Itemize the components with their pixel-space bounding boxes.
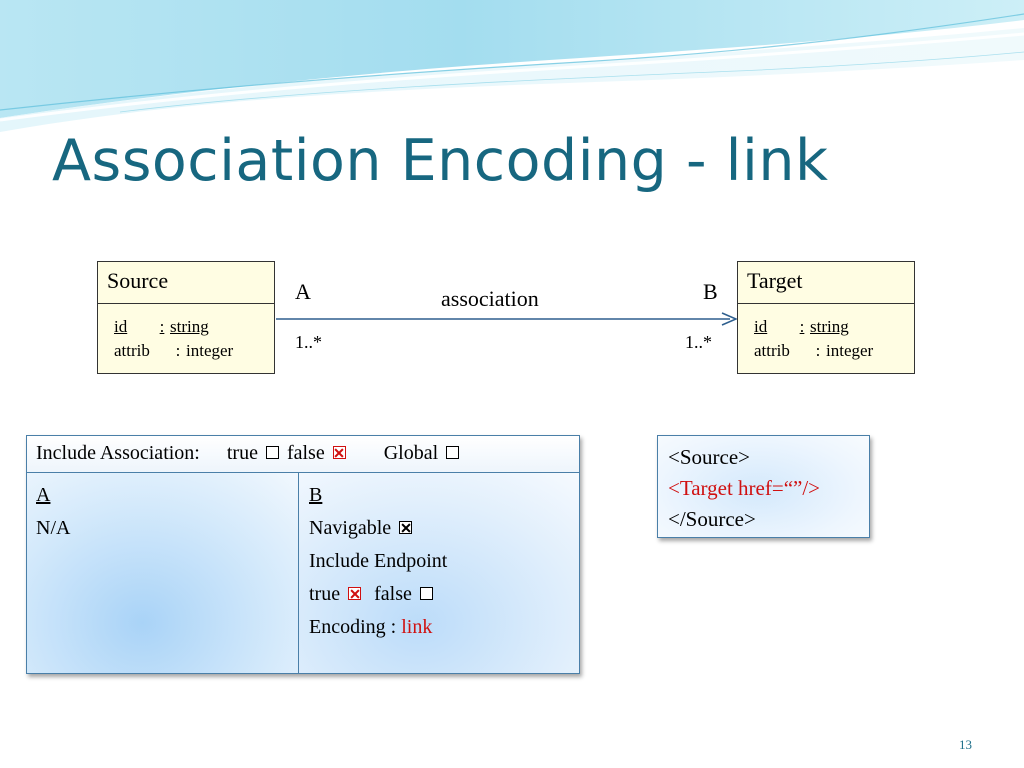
xml-line-source-open: <Source> bbox=[668, 445, 751, 469]
xml-line-target-href: <Target href=“”/> bbox=[668, 476, 821, 500]
xml-line-source-close: </Source> bbox=[668, 507, 756, 531]
attr-name: id bbox=[114, 317, 128, 336]
endpoint-false-label: false bbox=[374, 583, 412, 605]
association-end-a-role: A bbox=[295, 279, 311, 304]
slide-title: Association Encoding - link bbox=[52, 128, 829, 194]
encoding-value: link bbox=[401, 616, 433, 638]
attr-name: attrib bbox=[114, 341, 150, 360]
end-a-heading: A bbox=[36, 484, 51, 506]
include-true-checkbox[interactable] bbox=[265, 446, 279, 459]
navigable-checkbox[interactable] bbox=[399, 521, 413, 534]
include-association-label: Include Association: bbox=[36, 442, 200, 464]
endpoint-false-checkbox[interactable] bbox=[419, 587, 433, 600]
include-association-row: Include Association: true false Global bbox=[27, 436, 579, 473]
attr-type: string bbox=[170, 317, 209, 336]
attr-type: integer bbox=[186, 341, 234, 360]
attr-type: integer bbox=[826, 341, 874, 360]
include-endpoint-label: Include Endpoint bbox=[309, 550, 448, 572]
association-options-table: Include Association: true false Global A… bbox=[26, 435, 580, 674]
attr-separator: : bbox=[159, 317, 165, 336]
encoding-label: Encoding : bbox=[309, 616, 397, 638]
association-end-b-role: B bbox=[703, 279, 718, 304]
target-attr-attrib: attrib : integer bbox=[754, 339, 914, 363]
attr-name: attrib bbox=[754, 341, 790, 360]
end-b-heading: B bbox=[309, 484, 323, 506]
options-table-body: A N/A B Navigable Include Endpoint true … bbox=[27, 473, 579, 673]
include-true-label: true bbox=[226, 442, 258, 464]
attr-separator: : bbox=[175, 341, 181, 360]
endpoint-true-label: true bbox=[309, 583, 341, 605]
attr-type: string bbox=[810, 317, 849, 336]
include-false-checkbox[interactable] bbox=[332, 446, 346, 459]
endpoint-true-checkbox[interactable] bbox=[348, 587, 362, 600]
end-a-column: A N/A bbox=[27, 473, 299, 673]
include-false-label: false bbox=[286, 442, 325, 464]
page-number: 13 bbox=[959, 737, 972, 752]
attr-name: id bbox=[754, 317, 768, 336]
xml-example-box: <Source> <Target href=“”/> </Source> bbox=[657, 435, 870, 538]
target-class-attributes: id : string attrib : integer bbox=[738, 304, 914, 363]
attr-separator: : bbox=[815, 341, 821, 360]
target-class-box: Target id : string attrib : integer bbox=[737, 261, 915, 374]
global-label: Global bbox=[383, 442, 439, 464]
attr-separator: : bbox=[799, 317, 805, 336]
source-class-box: Source id : string attrib : integer bbox=[97, 261, 275, 374]
navigable-label: Navigable bbox=[309, 517, 392, 539]
association-end-b-multiplicity: 1..* bbox=[685, 332, 712, 352]
endpoint-choice-row: true false bbox=[309, 578, 579, 611]
global-checkbox[interactable] bbox=[446, 446, 460, 459]
header-wave-decoration bbox=[0, 0, 1024, 132]
navigable-row: Navigable bbox=[309, 512, 579, 545]
source-class-name: Source bbox=[98, 262, 274, 304]
target-attr-id: id : string bbox=[754, 315, 914, 339]
source-class-attributes: id : string attrib : integer bbox=[98, 304, 274, 363]
target-class-name: Target bbox=[738, 262, 914, 304]
association-label: association bbox=[441, 286, 539, 311]
encoding-row: Encoding : link bbox=[309, 611, 579, 644]
end-a-value: N/A bbox=[36, 517, 71, 539]
association-end-a-multiplicity: 1..* bbox=[295, 332, 322, 352]
end-b-column: B Navigable Include Endpoint true false … bbox=[299, 473, 579, 673]
source-attr-attrib: attrib : integer bbox=[114, 339, 274, 363]
source-attr-id: id : string bbox=[114, 315, 274, 339]
